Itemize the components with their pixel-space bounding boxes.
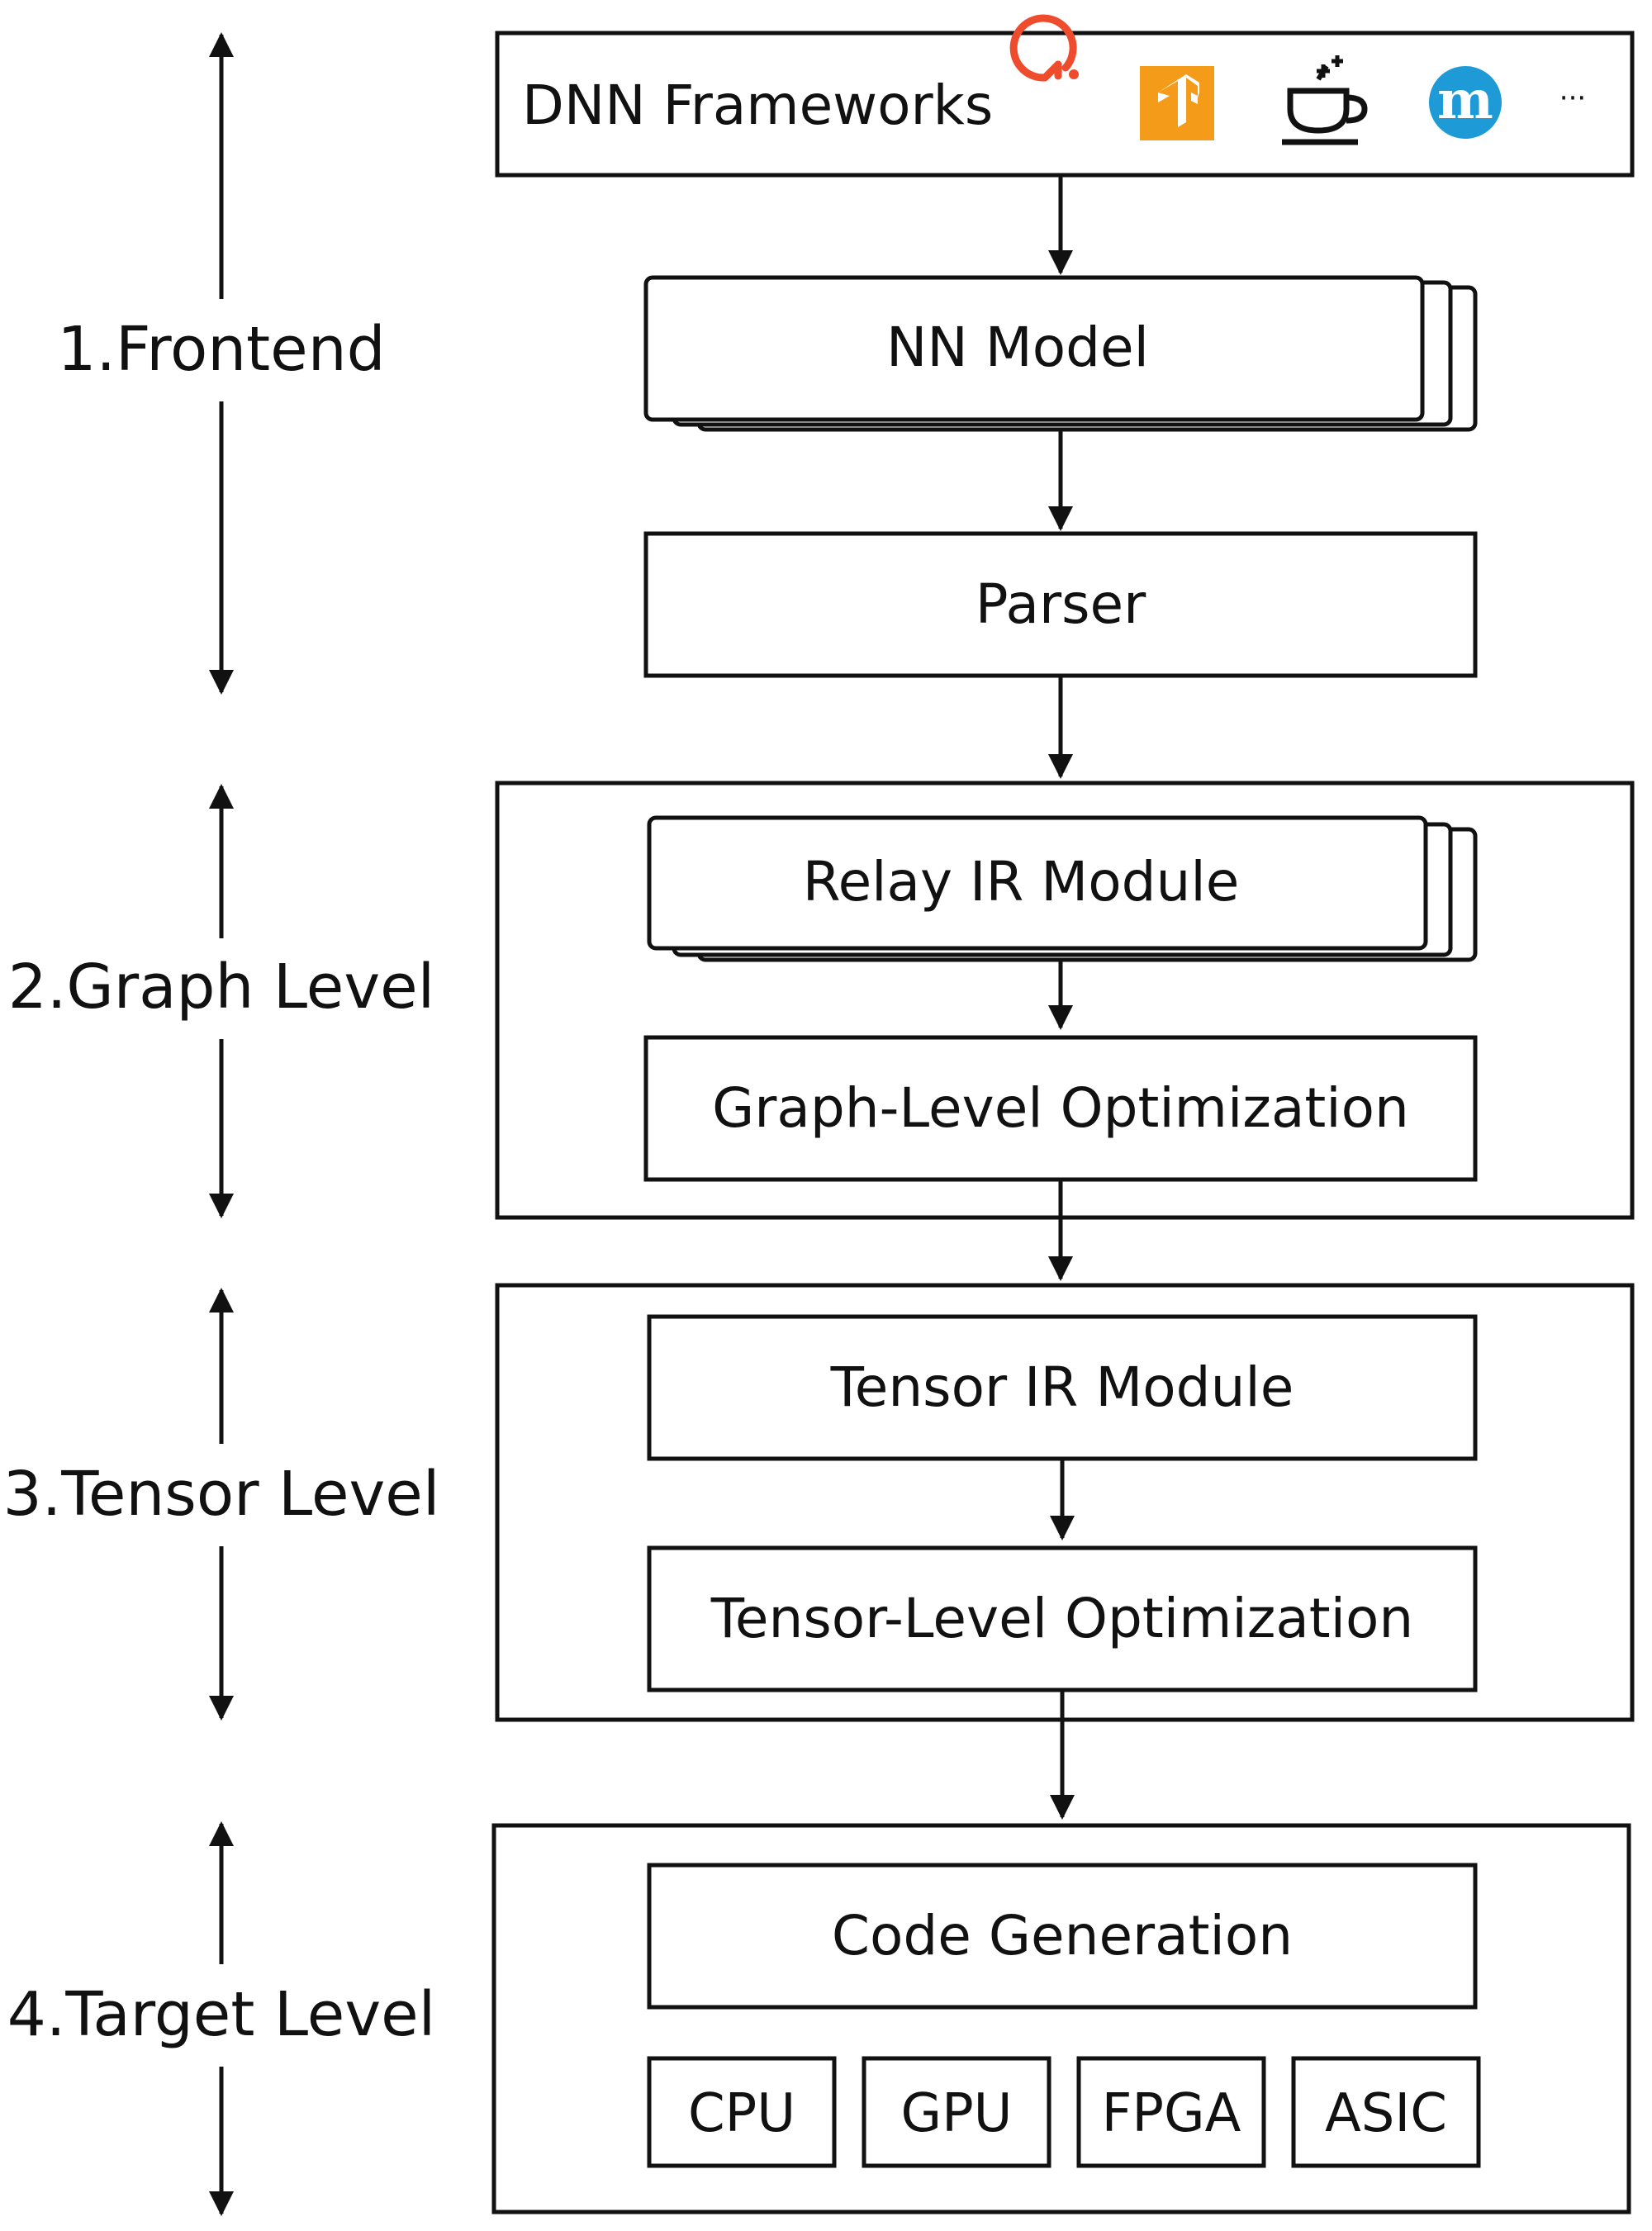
hw-fpga-label: FPGA (1102, 2083, 1241, 2144)
hw-cpu-label: CPU (688, 2083, 795, 2144)
frameworks-more: ··· (1559, 82, 1586, 115)
codegen-box: Code Generation (647, 1863, 1478, 2010)
hw-asic-box: ASIC (1291, 2056, 1481, 2168)
tensor-ir-box: Tensor IR Module (647, 1314, 1478, 1461)
stage-label-target-level: 4.Target Level (7, 1979, 435, 2050)
hw-gpu-label: GPU (900, 2083, 1012, 2144)
mxnet-icon: m (1429, 66, 1502, 139)
stage-tensor-level: 3.Tensor Level (3, 1288, 440, 1721)
stage-label-graph-level: 2.Graph Level (8, 952, 434, 1023)
frameworks-label: DNN Frameworks (522, 74, 993, 137)
relay-ir-box: Relay IR Module (647, 815, 1478, 962)
stage-frontend: 1.Frontend (57, 32, 386, 695)
hw-asic-label: ASIC (1325, 2083, 1447, 2144)
stage-target-level: 4.Target Level (7, 1821, 435, 2216)
graph-opt-box: Graph-Level Optimization (643, 1035, 1478, 1182)
stage-graph-level: 2.Graph Level (8, 784, 434, 1218)
parser-label: Parser (976, 572, 1146, 636)
tensorflow-icon (1140, 66, 1214, 140)
tensor-ir-label: Tensor IR Module (830, 1355, 1294, 1419)
stage-label-frontend: 1.Frontend (57, 314, 385, 385)
nn-model-box: NN Model (643, 275, 1478, 432)
frameworks-box: DNN Frameworks m (495, 14, 1635, 178)
hw-fpga-box: FPGA (1076, 2056, 1266, 2168)
graph-opt-label: Graph-Level Optimization (712, 1076, 1409, 1140)
parser-box: Parser (643, 531, 1478, 678)
hw-cpu-box: CPU (647, 2056, 837, 2168)
target-level-container: Code Generation CPU GPU FPGA ASIC (491, 1823, 1631, 2214)
tensor-opt-box: Tensor-Level Optimization (647, 1545, 1478, 1692)
pytorch-icon (1009, 14, 1079, 82)
relay-ir-label: Relay IR Module (803, 850, 1240, 914)
tensor-level-container: Tensor IR Module Tensor-Level Optimizati… (495, 1283, 1635, 1722)
mxnet-icon-letter: m (1437, 69, 1493, 131)
caffe2-icon (1282, 55, 1368, 145)
stage-label-tensor-level: 3.Tensor Level (3, 1459, 440, 1530)
hw-gpu-box: GPU (862, 2056, 1051, 2168)
codegen-label: Code Generation (832, 1904, 1293, 1968)
tensor-opt-label: Tensor-Level Optimization (710, 1587, 1413, 1650)
graph-level-container: Relay IR Module Graph-Level Optimization (495, 781, 1635, 1220)
nn-model-label: NN Model (886, 316, 1149, 379)
